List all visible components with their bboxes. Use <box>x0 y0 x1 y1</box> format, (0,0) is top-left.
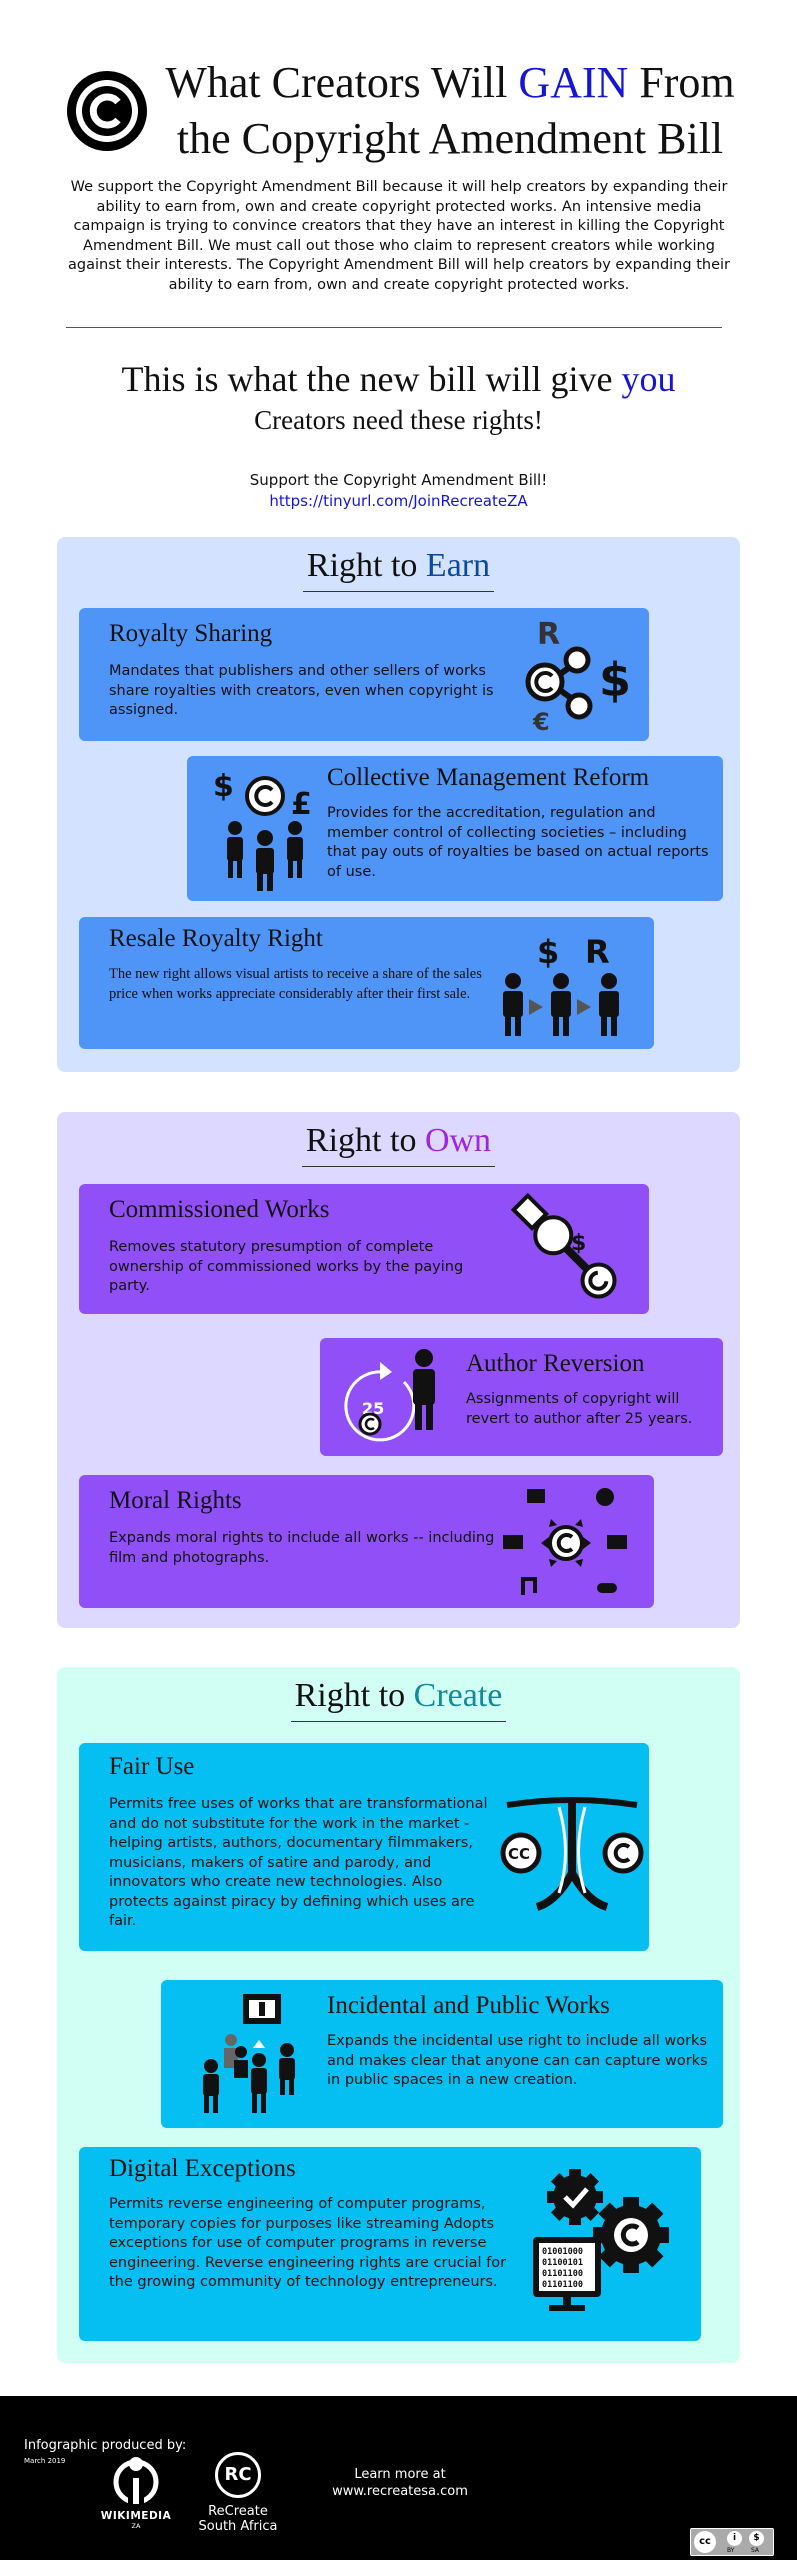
recreate-sub: South Africa <box>198 2519 278 2534</box>
card-title: Author Reversion <box>466 1350 645 1377</box>
card-body: Expands the incidental use right to incl… <box>327 2033 708 2088</box>
intro-paragraph: We support the Copyright Amendment Bill … <box>68 179 730 293</box>
svg-text:01100101: 01100101 <box>542 2258 583 2268</box>
card-digital-exceptions: Digital Exceptions Permits reverse engin… <box>79 2147 701 2341</box>
svg-text:01101100: 01101100 <box>542 2280 583 2290</box>
panel-earn: Right to Earn Royalty Sharing Mandates t… <box>57 537 740 1072</box>
wikimedia-name: WIKIMEDIA <box>100 2510 172 2522</box>
panel-own: Right to Own Commissioned Works Removes … <box>57 1112 740 1628</box>
footer: Infographic produced by: March 2019 WIKI… <box>0 2396 797 2560</box>
card-body: Provides for the accreditation, regulati… <box>327 805 709 880</box>
card-royalty-sharing: Royalty Sharing Mandates that publishers… <box>79 608 649 741</box>
card-author-reversion: 25 Author Reversion Assignments of copyr… <box>320 1338 723 1456</box>
gallery-icon <box>203 1994 295 2113</box>
recreate-name: ReCreate <box>208 2504 268 2519</box>
card-body: Expands moral rights to include all work… <box>109 1530 495 1566</box>
learn-more: Learn more at www.recreatesa.com <box>330 2466 470 2500</box>
by-icon: i <box>727 2531 742 2546</box>
by-label: BY <box>727 2547 735 2554</box>
svg-text:£: £ <box>291 787 312 822</box>
svg-text:$: $ <box>213 769 234 804</box>
svg-text:01101100: 01101100 <box>542 2269 583 2279</box>
learn-more-link[interactable]: www.recreatesa.com <box>332 2484 468 2499</box>
card-title: Moral Rights <box>109 1487 242 1514</box>
svg-text:R: R <box>537 617 560 652</box>
card-title: Royalty Sharing <box>109 620 273 647</box>
svg-text:€: € <box>532 708 550 736</box>
card-title: Fair Use <box>109 1753 195 1780</box>
card-title: Digital Exceptions <box>109 2155 296 2182</box>
divider <box>66 327 722 328</box>
card-title: Resale Royalty Right <box>109 925 323 952</box>
card-fair-use: Fair Use Permits free uses of works that… <box>79 1743 649 1951</box>
learn-more-label: Learn more at <box>354 2467 446 2482</box>
svg-text:R: R <box>585 933 610 971</box>
recreate-icon: RC <box>215 2452 261 2498</box>
copyright-icon <box>67 71 147 151</box>
card-resale-royalty: Resale Royalty Right The new right allow… <box>79 917 654 1049</box>
svg-text:01001000: 01001000 <box>542 2247 583 2257</box>
media-icon <box>503 1488 627 1595</box>
cc-license-badge[interactable]: cc i $ BY SA <box>690 2528 774 2556</box>
panel-create-title: Right to Create <box>57 1677 740 1722</box>
card-title: Collective Management Reform <box>327 764 650 791</box>
card-body: The new right allows visual artists to r… <box>109 966 482 1002</box>
people-icon: $ £ <box>213 769 312 891</box>
subtitle: This is what the new bill will give you <box>121 359 676 399</box>
card-body: Assignments of copyright will revert to … <box>466 1391 693 1427</box>
produced-by: Infographic produced by: <box>24 2438 187 2453</box>
support-link[interactable]: https://tinyurl.com/JoinRecreateZA <box>269 492 528 510</box>
card-title: Commissioned Works <box>109 1196 330 1223</box>
card-body: Mandates that publishers and other selle… <box>109 663 494 718</box>
scales-icon: CC <box>500 1797 644 1911</box>
date: March 2019 <box>24 2457 66 2465</box>
support-text: Support the Copyright Amendment Bill! <box>249 471 548 489</box>
card-body: Removes statutory presumption of complet… <box>109 1239 464 1294</box>
tagline: Creators need these rights! <box>254 405 543 435</box>
share-icon: R $ € <box>525 617 631 736</box>
card-body: Permits free uses of works that are tran… <box>109 1796 488 1929</box>
support-block: Support the Copyright Amendment Bill! ht… <box>0 470 797 512</box>
panel-earn-title: Right to Earn <box>57 547 740 592</box>
card-incidental-public: Incidental and Public Works Expands the … <box>161 1980 723 2128</box>
card-commissioned-works: Commissioned Works Removes statutory pre… <box>79 1184 649 1314</box>
wikimedia-sub: ZA <box>131 2522 141 2530</box>
svg-text:CC: CC <box>508 1845 530 1863</box>
pen-icon: $ <box>511 1192 617 1299</box>
wikimedia-logo[interactable]: WIKIMEDIA ZA <box>96 2454 176 2530</box>
sa-label: SA <box>751 2547 760 2554</box>
recreate-logo[interactable]: RC ReCreate South Africa <box>188 2452 288 2534</box>
svg-text:$: $ <box>571 1231 586 1256</box>
panel-own-title: Right to Own <box>57 1122 740 1167</box>
svg-text:$: $ <box>599 653 631 707</box>
reversion-icon: 25 <box>344 1349 435 1442</box>
gears-icon: 01001000 01100101 01101100 01101100 <box>533 2169 669 2311</box>
cc-icon: cc <box>694 2531 716 2553</box>
wikimedia-icon <box>113 2457 159 2505</box>
svg-text:$: $ <box>537 933 559 971</box>
panel-create: Right to Create Fair Use Permits free us… <box>57 1667 740 2363</box>
header: What Creators Will GAIN From the Copyrig… <box>0 0 797 340</box>
card-body: Permits reverse engineering of computer … <box>109 2196 507 2290</box>
card-collective-management: $ £ Collective Management Reform Provide… <box>187 756 723 901</box>
sa-icon: $ <box>749 2531 764 2546</box>
page-title: What Creators Will GAIN From the Copyrig… <box>165 58 735 163</box>
card-moral-rights: Moral Rights Expands moral rights to inc… <box>79 1475 654 1608</box>
resale-icon: $ R <box>503 933 619 1036</box>
card-title: Incidental and Public Works <box>327 1992 610 2019</box>
